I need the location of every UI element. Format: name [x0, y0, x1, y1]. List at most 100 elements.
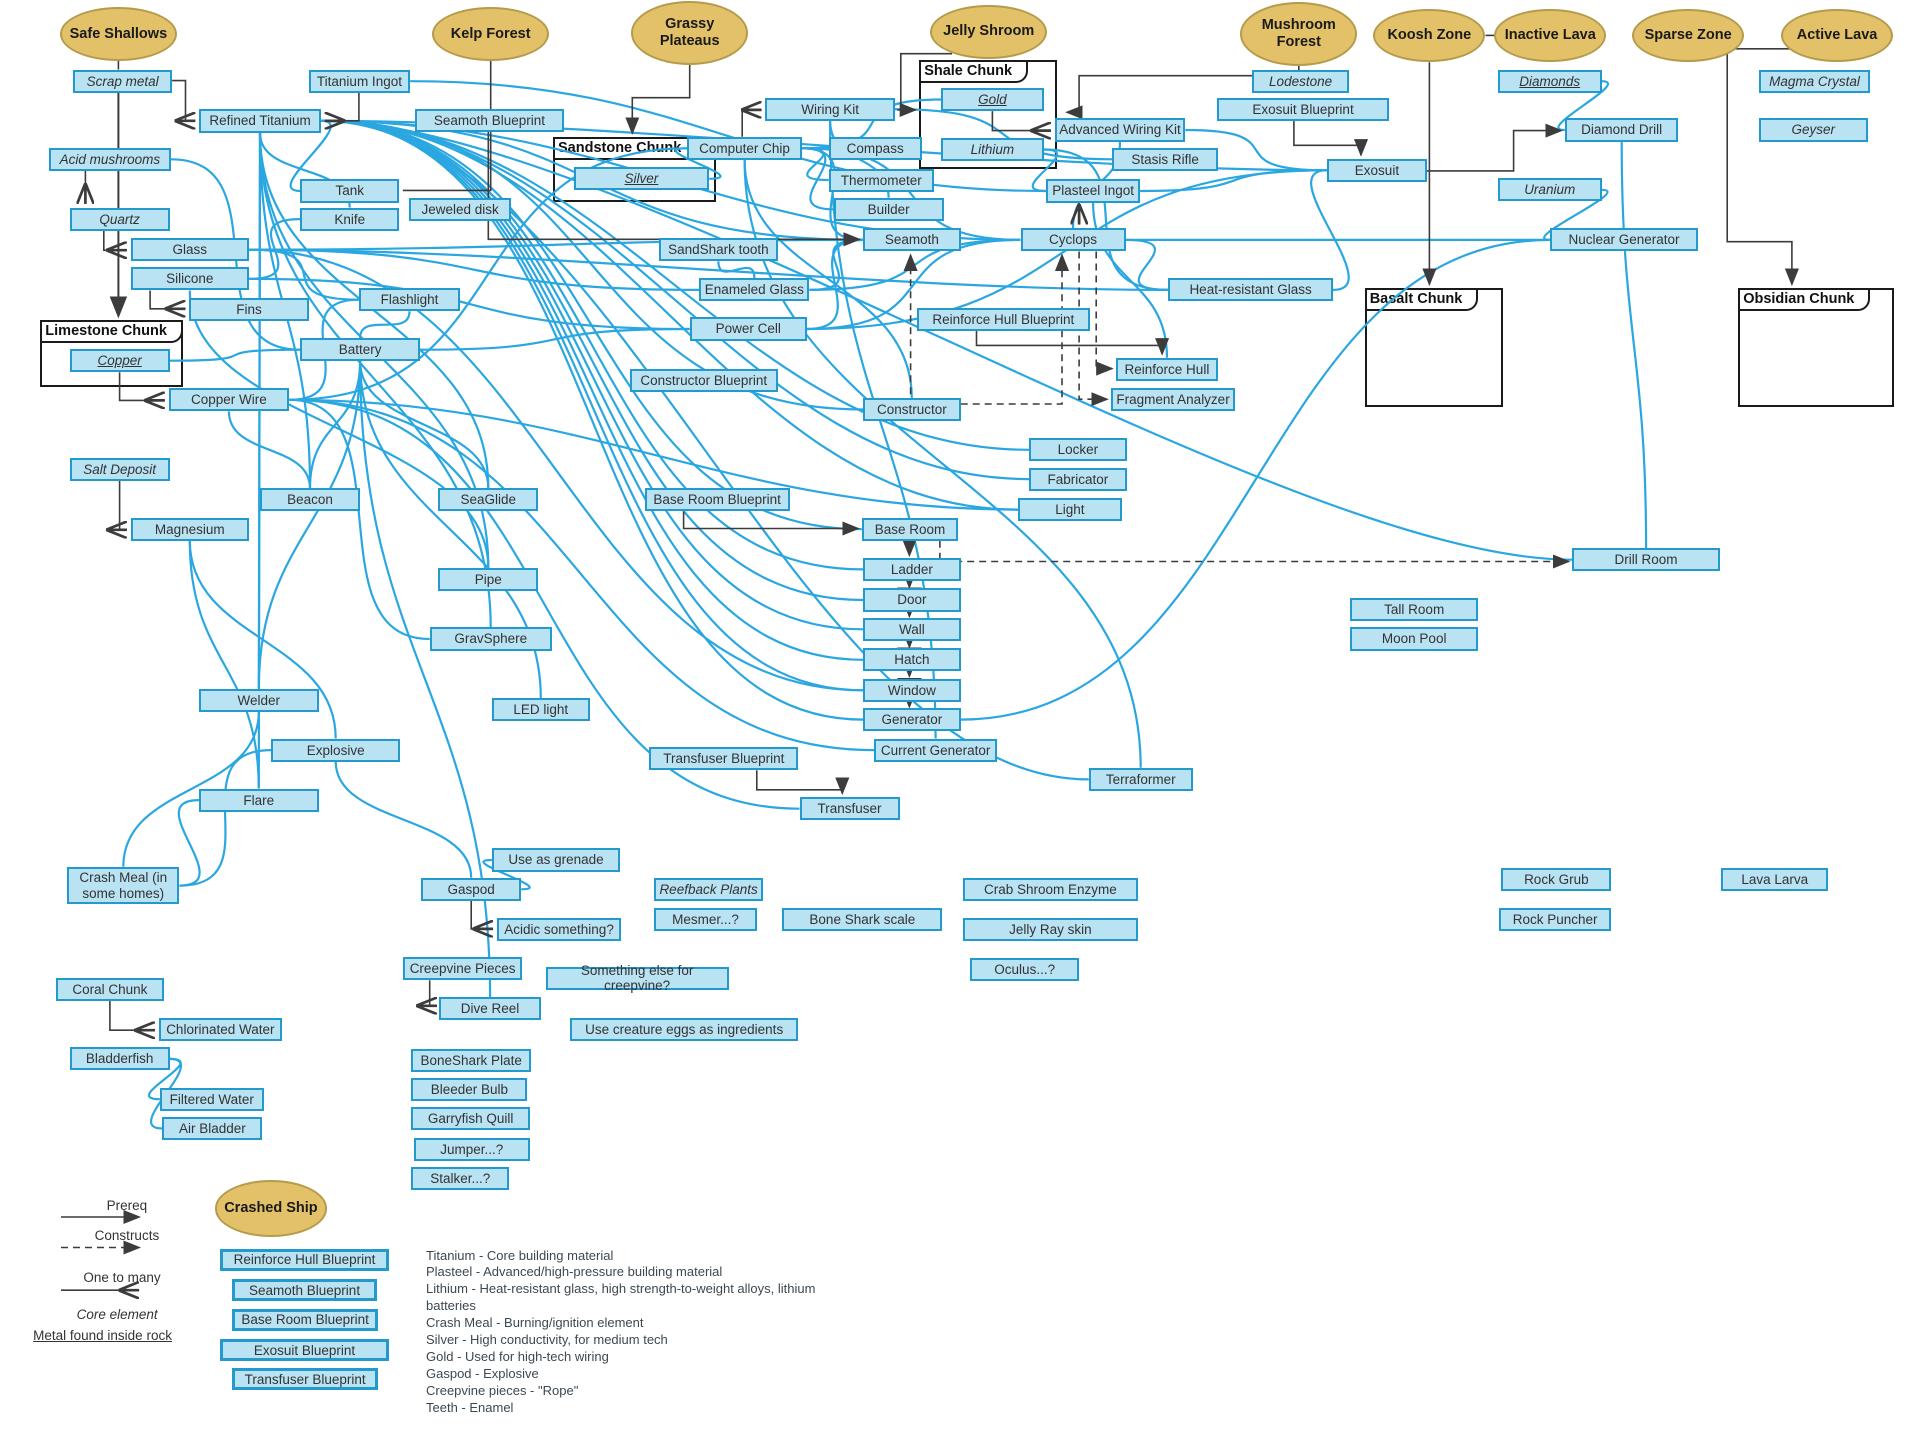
- node-lodestone: Lodestone: [1252, 69, 1349, 93]
- node-titanium-ingot: Titanium Ingot: [308, 69, 411, 93]
- note-line: Gaspod - Explosive: [426, 1365, 539, 1381]
- node-bladderfish: Bladderfish: [69, 1047, 170, 1071]
- node-magnesium: Magnesium: [130, 517, 249, 541]
- node-garryfish-quill: Garryfish Quill: [411, 1107, 530, 1131]
- node-terraformer: Terraformer: [1088, 767, 1193, 791]
- node-exosuit-blueprint: Exosuit Blueprint: [1217, 97, 1390, 121]
- node-pipe: Pipe: [438, 567, 539, 591]
- node-acid-mushrooms: Acid mushrooms: [48, 147, 171, 171]
- node-quartz: Quartz: [69, 207, 170, 231]
- node-knife: Knife: [300, 207, 400, 231]
- node-flare: Flare: [199, 788, 319, 812]
- legend-constructs: Constructs: [94, 1228, 160, 1243]
- biome-grassy-plateaus: Grassy Plateaus: [631, 1, 749, 65]
- node-moon-pool: Moon Pool: [1350, 627, 1479, 651]
- node-fragment-analyzer: Fragment Analyzer: [1110, 388, 1236, 412]
- node-base-room: Base Room: [861, 517, 959, 541]
- note-line: Gold - Used for high-tech wiring: [426, 1348, 609, 1364]
- node-boneshark-plate: BoneShark Plate: [411, 1048, 531, 1072]
- node-crash-meal: Crash Meal (in some homes): [67, 866, 180, 905]
- biome-safe-shallows: Safe Shallows: [59, 7, 177, 61]
- node-constructor-blueprint: Constructor Blueprint: [629, 368, 778, 392]
- node-fabricator: Fabricator: [1029, 467, 1127, 491]
- node-stasis-rifle: Stasis Rifle: [1112, 147, 1219, 171]
- node-magma-crystal: Magma Crystal: [1759, 69, 1871, 93]
- chunk-obsidian-chunk: Obsidian Chunk: [1738, 288, 1894, 407]
- node-glass: Glass: [130, 238, 249, 262]
- node-nuclear-generator: Nuclear Generator: [1550, 228, 1698, 252]
- node-door: Door: [863, 588, 961, 612]
- chunk-basalt-chunk: Basalt Chunk: [1364, 288, 1503, 407]
- node-use-creature-eggs: Use creature eggs as ingredients: [570, 1018, 799, 1042]
- node-jeweled-disk: Jeweled disk: [408, 197, 512, 221]
- node-exosuit-blueprint-2: Exosuit Blueprint: [219, 1339, 390, 1362]
- node-diamond-drill: Diamond Drill: [1564, 118, 1679, 142]
- node-creepvine-pieces: Creepvine Pieces: [402, 957, 523, 981]
- node-diamonds: Diamonds: [1497, 69, 1602, 93]
- node-exosuit: Exosuit: [1326, 158, 1427, 182]
- node-crab-shroom-enzyme: Crab Shroom Enzyme: [963, 877, 1138, 901]
- node-base-room-blueprint-2: Base Room Blueprint: [231, 1308, 379, 1331]
- biome-jelly-shroom: Jelly Shroom: [930, 4, 1048, 59]
- node-tall-room: Tall Room: [1350, 598, 1479, 622]
- node-thermometer: Thermometer: [828, 168, 934, 192]
- node-silicone: Silicone: [130, 267, 249, 291]
- node-reefback-plants: Reefback Plants: [654, 877, 763, 901]
- node-computer-chip: Computer Chip: [687, 136, 802, 160]
- chunk-title-shale-chunk: Shale Chunk: [921, 61, 1029, 83]
- legend-core-element: Core element: [76, 1307, 158, 1323]
- node-sandshark-tooth: SandShark tooth: [659, 238, 778, 262]
- node-salt-deposit: Salt Deposit: [69, 457, 170, 481]
- node-air-bladder: Air Bladder: [162, 1116, 263, 1141]
- node-wall: Wall: [863, 617, 961, 641]
- node-refined-titanium: Refined Titanium: [199, 108, 322, 133]
- legend-metal-found: Metal found inside rock: [33, 1328, 172, 1344]
- node-advanced-wiring-kit: Advanced Wiring Kit: [1054, 118, 1186, 142]
- node-copper-wire: Copper Wire: [168, 388, 290, 412]
- node-copper: Copper: [69, 349, 170, 373]
- node-rock-grub: Rock Grub: [1501, 867, 1612, 892]
- node-current-generator: Current Generator: [874, 738, 998, 762]
- chunk-title-limestone-chunk: Limestone Chunk: [42, 321, 183, 343]
- biome-koosh-zone: Koosh Zone: [1373, 8, 1486, 63]
- biome-active-lava: Active Lava: [1780, 8, 1894, 63]
- note-line: batteries: [426, 1298, 476, 1314]
- chunk-title-sandstone-chunk: Sandstone Chunk: [555, 138, 698, 160]
- node-bone-shark-scale: Bone Shark scale: [782, 908, 943, 932]
- node-cyclops: Cyclops: [1020, 228, 1126, 252]
- node-lava-larva: Lava Larva: [1721, 867, 1829, 892]
- note-line: Creepvine pieces - "Rope": [426, 1382, 579, 1398]
- node-stalker: Stalker...?: [411, 1167, 510, 1191]
- biome-crashed-ship: Crashed Ship: [214, 1180, 328, 1237]
- node-transfuser-blueprint-2: Transfuser Blueprint: [231, 1368, 379, 1391]
- legend-prereq: Prereq: [106, 1197, 148, 1213]
- node-filtered-water: Filtered Water: [159, 1087, 264, 1111]
- node-uranium: Uranium: [1497, 178, 1602, 202]
- node-welder: Welder: [199, 688, 319, 712]
- node-use-as-grenade: Use as grenade: [491, 848, 621, 872]
- note-line: Crash Meal - Burning/ignition element: [426, 1315, 644, 1331]
- node-bleeder-bulb: Bleeder Bulb: [411, 1077, 528, 1101]
- node-drill-room: Drill Room: [1572, 548, 1720, 572]
- node-oculus: Oculus...?: [970, 958, 1079, 982]
- node-compass: Compass: [828, 136, 922, 160]
- node-battery: Battery: [300, 338, 420, 362]
- node-locker: Locker: [1029, 438, 1127, 462]
- node-transfuser-blueprint: Transfuser Blueprint: [649, 747, 799, 771]
- node-beacon: Beacon: [260, 488, 361, 512]
- node-enameled-glass: Enameled Glass: [699, 278, 810, 302]
- node-geyser: Geyser: [1759, 118, 1868, 142]
- biome-kelp-forest: Kelp Forest: [432, 7, 550, 61]
- legend-one-to-many: One to many: [83, 1269, 161, 1285]
- biome-inactive-lava: Inactive Lava: [1494, 8, 1607, 63]
- node-seamoth-blueprint: Seamoth Blueprint: [415, 108, 564, 132]
- note-line: Teeth - Enamel: [426, 1399, 514, 1415]
- node-coral-chunk: Coral Chunk: [56, 977, 164, 1001]
- note-line: Plasteel - Advanced/high-pressure buildi…: [426, 1264, 723, 1280]
- node-hatch: Hatch: [863, 648, 961, 672]
- node-led-light: LED light: [491, 698, 590, 722]
- node-seaglide: SeaGlide: [438, 488, 539, 512]
- node-generator: Generator: [863, 708, 961, 732]
- biome-mushroom-forest: Mushroom Forest: [1240, 2, 1358, 66]
